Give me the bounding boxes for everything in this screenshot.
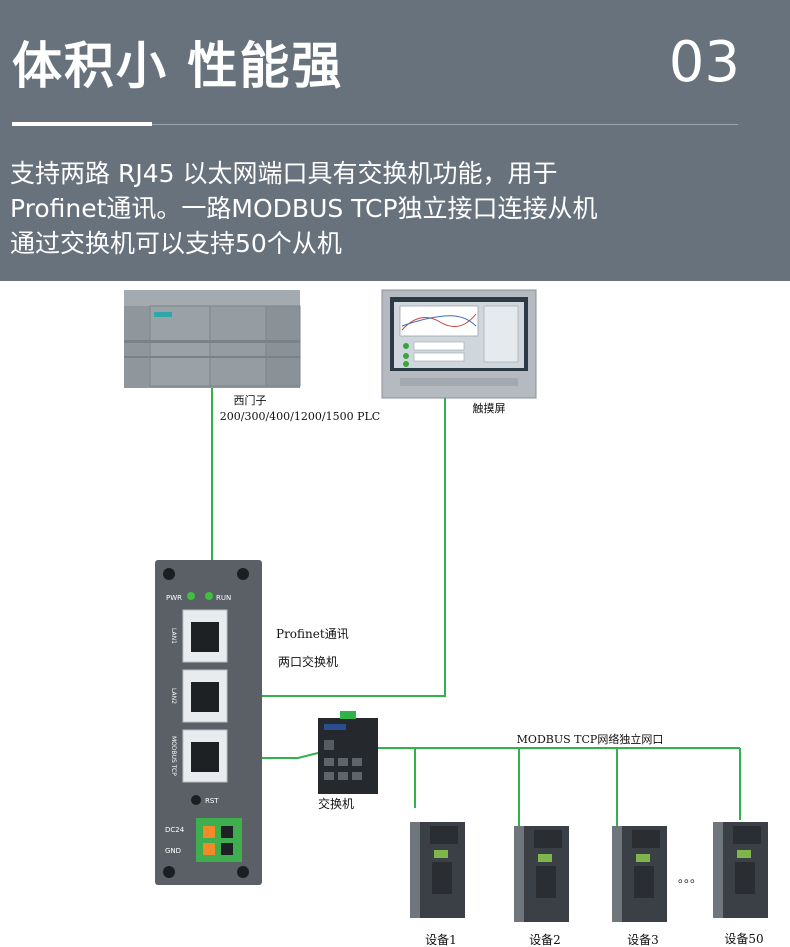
run-label: RUN <box>216 594 231 602</box>
connection-lines <box>211 388 741 828</box>
modbus-network-label: MODBUS TCP网络独立网口 <box>517 732 664 746</box>
device-1-label: 设备1 <box>425 933 457 947</box>
plc-label-line1: 西门子 <box>234 393 267 407</box>
page-title: 体积小 性能强 <box>12 37 344 95</box>
gnd-label: GND <box>165 847 181 855</box>
header-divider <box>152 124 738 125</box>
profinet-label: Profinet通讯 <box>276 627 349 641</box>
description-line-3: 通过交换机可以支持50个从机 <box>10 229 342 258</box>
rst-label: RST <box>205 797 219 805</box>
gateway-module <box>155 560 262 885</box>
plc-device <box>124 290 301 388</box>
plc-label-line2: 200/300/400/1200/1500 PLC <box>220 410 380 423</box>
dc24-label: DC24 <box>165 826 185 834</box>
section-number: 03 <box>668 30 740 95</box>
description: 支持两路 RJ45 以太网端口具有交换机功能，用于 Profinet通讯。一路M… <box>10 156 780 261</box>
hmi-touchscreen <box>381 289 537 399</box>
hmi-label: 触摸屏 <box>473 401 506 415</box>
rst-button <box>191 795 201 805</box>
switch-label: 交换机 <box>318 796 354 811</box>
device-50-label: 设备50 <box>724 932 763 946</box>
device-1 <box>410 822 465 918</box>
run-led <box>205 592 213 600</box>
device-2 <box>514 826 569 922</box>
device-2-label: 设备2 <box>529 933 561 947</box>
pwr-led <box>187 592 195 600</box>
title-underline <box>12 122 152 126</box>
device-3 <box>612 826 667 922</box>
hmi-to-lan2-line <box>226 398 446 697</box>
pwr-label: PWR <box>166 594 182 602</box>
ethernet-switch <box>318 711 378 794</box>
lan1-label: LAN1 <box>170 628 177 644</box>
modbus-port-label: MODBUS TCP <box>170 736 177 776</box>
ellipsis: 。。。 <box>678 871 702 885</box>
lan2-label: LAN2 <box>170 688 177 704</box>
header-banner: 体积小 性能强 03 支持两路 RJ45 以太网端口具有交换机功能，用于 Pro… <box>0 0 790 281</box>
two-port-switch-label: 两口交换机 <box>278 654 338 669</box>
description-line-1: 支持两路 RJ45 以太网端口具有交换机功能，用于 <box>10 159 558 188</box>
power-terminal <box>196 818 242 862</box>
device-3-label: 设备3 <box>627 933 659 947</box>
description-line-2: Profinet通讯。一路MODBUS TCP独立接口连接从机 <box>10 194 598 223</box>
device-50 <box>713 822 768 918</box>
